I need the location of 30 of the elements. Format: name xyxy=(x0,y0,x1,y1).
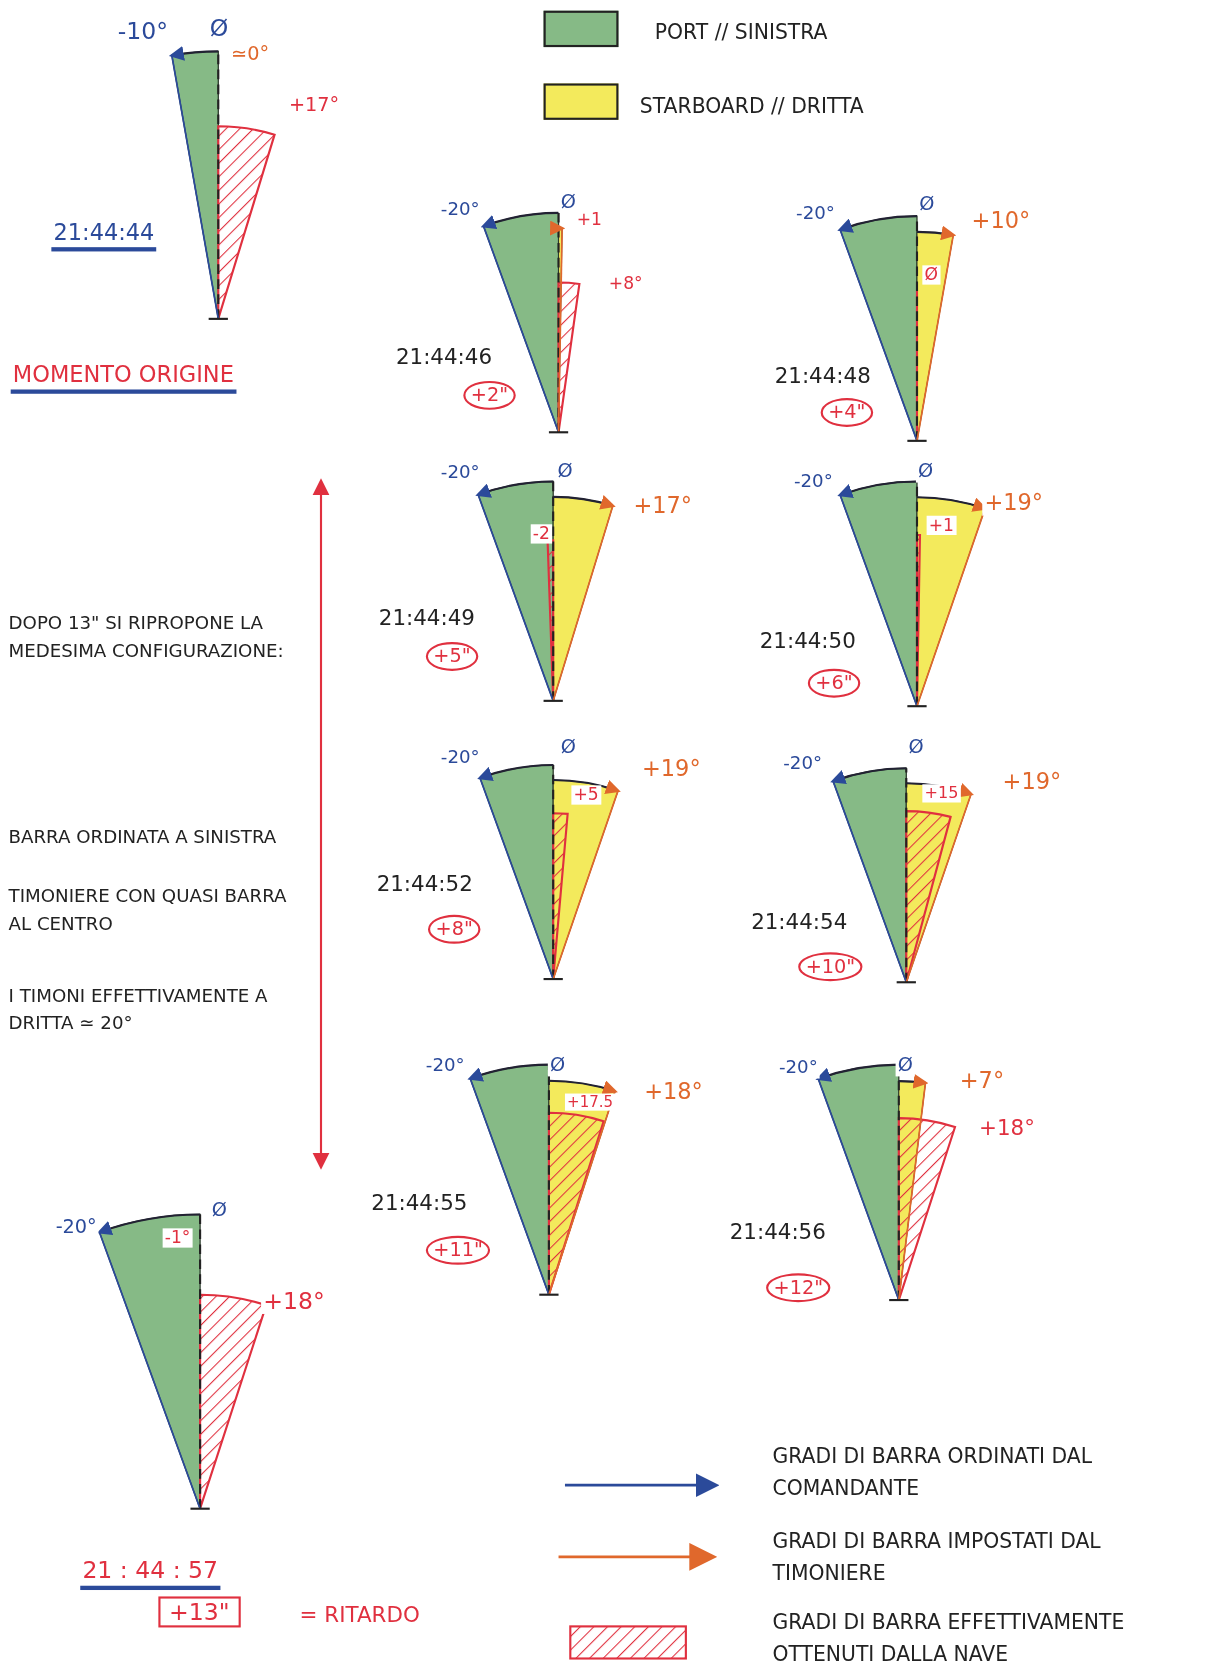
legend-label: STARBOARD // DRITTA xyxy=(639,93,865,120)
angle-label: -2 xyxy=(530,524,553,544)
note-text: BARRA ORDINATA A SINISTRA xyxy=(8,825,278,850)
delay-label: +5" xyxy=(425,642,479,671)
delay-label: +13" xyxy=(158,1596,241,1628)
angle-label: -20° xyxy=(776,1057,820,1079)
angle-label: +1 xyxy=(926,515,957,536)
delay-label: +8" xyxy=(428,914,481,944)
delay-label: +10" xyxy=(798,952,863,981)
legend-label: GRADI DI BARRA ORDINATI DAL COMANDANTE xyxy=(772,1442,1094,1502)
delay-label: +12" xyxy=(766,1273,831,1302)
legend-label: PORT // SINISTRA xyxy=(654,18,829,45)
angle-label: +17.5 xyxy=(564,1093,616,1111)
angle-label: +5 xyxy=(571,785,601,806)
legend-label: GRADI DI BARRA EFFETTIVAMENTE OTTENUTI DALLA NAVE xyxy=(772,1608,1126,1668)
angle-label: Ø xyxy=(558,190,578,213)
delay-label: +4" xyxy=(820,398,873,427)
delay-label: +11" xyxy=(425,1235,491,1265)
angle-label: Ø xyxy=(922,265,941,286)
angle-label: -1° xyxy=(162,1228,193,1249)
angle-label: Ø xyxy=(895,1053,916,1077)
note-text: DOPO 13" SI RIPROPONE LA MEDESIMA CONFIGURAZIONE: xyxy=(8,611,285,663)
legend-label: GRADI DI BARRA IMPOSTATI DAL TIMONIERE xyxy=(772,1528,1102,1588)
note-text: I TIMONI EFFETTIVAMENTE A DRITTA ≃ 20° xyxy=(8,983,269,1036)
delay-label: +2" xyxy=(463,380,516,410)
note-text: TIMONIERE CON QUASI BARRA AL CENTRO xyxy=(8,883,288,936)
angle-label: +15 xyxy=(922,784,961,803)
angle-label: Ø xyxy=(547,1053,568,1077)
angle-label: Ø xyxy=(915,460,936,483)
delay-label: +6" xyxy=(807,668,861,698)
